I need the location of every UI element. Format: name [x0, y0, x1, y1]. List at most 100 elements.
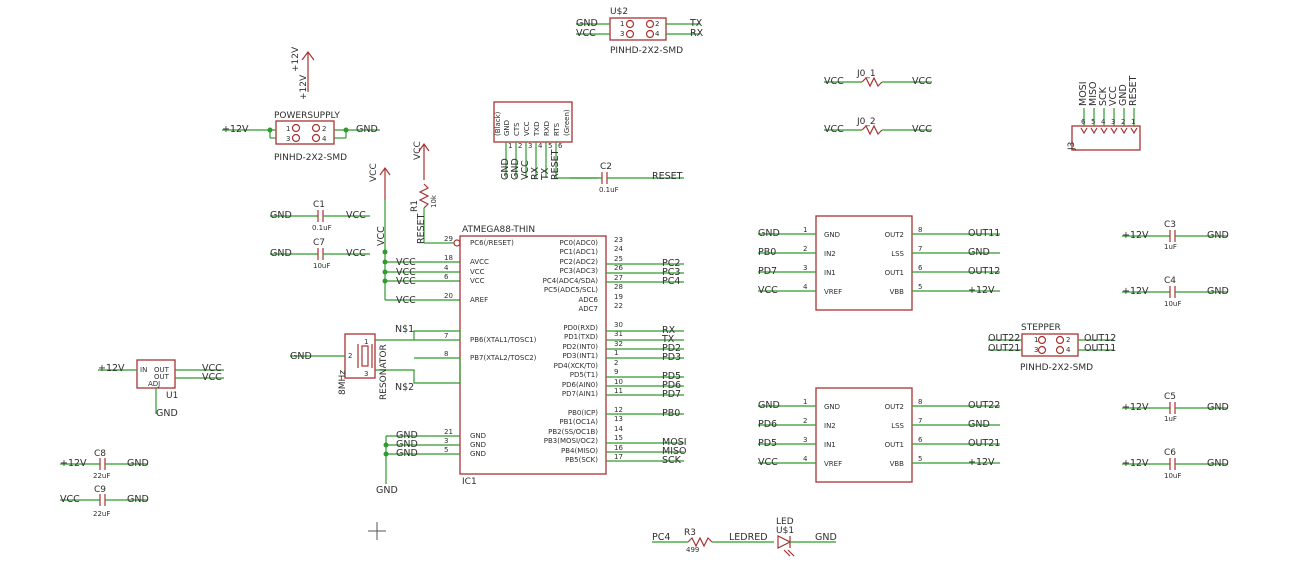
resonator[interactable]: 2 1 3 GND N$1 N$2 8MHz RESONATOR — [290, 324, 461, 400]
ic1-pin-label: PB5(SCK) — [565, 456, 598, 464]
u2-header[interactable]: U$2 1 2 3 4 GND VCC TX RX PINHD-2X2-SMD — [576, 7, 704, 56]
svg-text:C1: C1 — [313, 200, 325, 210]
j3-pin-number: 1 — [1131, 118, 1135, 126]
ic1-pin-label: PB6(XTAL1/TOSC1) — [470, 336, 537, 344]
ic1-pin-label: GND — [470, 450, 486, 458]
svg-text:GND: GND — [127, 458, 149, 469]
ic1-pin-label: AREF — [470, 296, 488, 304]
svg-text:VCC: VCC — [369, 163, 379, 182]
svg-text:OUT22: OUT22 — [968, 400, 1000, 411]
driver-pin-number: 7 — [918, 417, 922, 425]
svg-text:+12V: +12V — [1122, 230, 1149, 241]
svg-text:PB0: PB0 — [758, 247, 776, 258]
svg-text:1: 1 — [1034, 336, 1038, 344]
driver-pin-number: 3 — [803, 264, 807, 272]
driver2-nets: GND PD6 PD5 VCC OUT22 GND OUT21 +12V — [758, 400, 1000, 468]
u2-gnd-label: GND — [576, 18, 598, 29]
driver-pin-number: 8 — [918, 226, 922, 234]
driver-pin-label: OUT1 — [885, 269, 904, 277]
regulator-u1[interactable]: IN OUT OUT ADJ +12V VCC VCC GND U1 — [98, 359, 224, 419]
ic1-pin-label: VCC — [470, 277, 485, 285]
svg-text:LED: LED — [776, 517, 794, 527]
powersupply-value: PINHD-2X2-SMD — [274, 153, 347, 163]
capacitor-c9[interactable]: VCC GND C9 22uF — [60, 485, 149, 518]
capacitor-c8[interactable]: +12V GND C8 22uF — [60, 449, 149, 480]
capacitor-c1[interactable]: GND VCC C1 0.1uF — [270, 200, 370, 232]
svg-text:VCC: VCC — [396, 257, 416, 268]
capacitor-c2[interactable]: C2 0.1uF RESET — [570, 162, 684, 194]
svg-text:GND: GND — [1207, 458, 1229, 469]
svg-text:VCC: VCC — [413, 141, 423, 160]
jumper-j0-1[interactable]: VCC VCC J0_1 — [824, 69, 932, 88]
stepper-header[interactable]: STEPPER 1 2 3 4 OUT22 OUT21 OUT12 OUT11 … — [988, 323, 1116, 373]
svg-text:GND: GND — [396, 439, 418, 450]
ic1-pin-label: GND — [470, 441, 486, 449]
svg-text:499: 499 — [686, 546, 699, 554]
ic1-pin-number: 12 — [614, 406, 623, 414]
svg-text:2: 2 — [1066, 336, 1070, 344]
ic1-pin-number: 20 — [444, 292, 453, 300]
svg-text:PD7: PD7 — [662, 389, 681, 400]
svg-text:TX: TX — [661, 334, 675, 345]
svg-text:GND: GND — [376, 485, 398, 496]
svg-text:+12V: +12V — [968, 285, 995, 296]
svg-text:+12V: +12V — [299, 74, 309, 100]
svg-text:VCC: VCC — [758, 285, 778, 296]
ic1-pin-number: 23 — [614, 236, 623, 244]
ic1-pin-number: 8 — [444, 350, 448, 358]
u2-rx-label: RX — [690, 28, 704, 39]
powersupply-header[interactable]: POWERSUPPLY 1 2 3 4 +12V GND PINHD-2X2-S… — [222, 111, 380, 163]
svg-text:+12V: +12V — [60, 458, 87, 469]
svg-text:PD5: PD5 — [662, 371, 681, 382]
capacitor-c5[interactable]: +12V GND C5 1uF — [1122, 392, 1229, 423]
svg-text:PD7: PD7 — [758, 266, 777, 277]
capacitor-c3[interactable]: +12V GND C3 1uF — [1122, 220, 1229, 251]
capacitor-c7[interactable]: GND VCC C7 10uF — [270, 238, 370, 270]
svg-text:U1: U1 — [166, 391, 178, 401]
svg-text:RESET: RESET — [652, 171, 683, 182]
svg-text:J0_2: J0_2 — [856, 117, 876, 127]
svg-text:GND: GND — [1118, 84, 1129, 106]
ic1-pin-number: 7 — [444, 332, 448, 340]
capacitor-c6[interactable]: +12V GND C6 10uF — [1122, 448, 1229, 480]
ic1-pin-label: ADC7 — [578, 305, 598, 313]
capacitor-c4[interactable]: +12V GND C4 10uF — [1122, 276, 1229, 308]
svg-text:GND: GND — [290, 351, 312, 362]
svg-text:VCC: VCC — [202, 372, 222, 383]
jumper-j0-2[interactable]: VCC VCC J0_2 — [824, 117, 932, 136]
led-u1[interactable]: LED U$1 GND — [776, 517, 837, 557]
svg-text:VCC: VCC — [396, 295, 416, 306]
ic1-pin-number: 14 — [614, 425, 623, 433]
svg-text:+12V: +12V — [968, 457, 995, 468]
resistor-r3[interactable]: PC4 R3 499 LEDRED — [652, 528, 774, 554]
u2-vcc-label: VCC — [576, 28, 596, 39]
ic1-pin-number: 10 — [614, 378, 623, 386]
svg-text:1: 1 — [364, 338, 368, 346]
ic1-pin-label: VCC — [470, 268, 485, 276]
svg-text:+12V: +12V — [98, 363, 125, 374]
ic1-body — [459, 235, 607, 475]
ic1-pin-number: 32 — [614, 340, 623, 348]
ic1-pin-number: 3 — [444, 437, 448, 445]
driver-pin-number: 5 — [918, 283, 922, 291]
resistor-r1[interactable]: VCC R1 10k RESET — [410, 141, 438, 244]
crosshair-cursor-icon — [368, 522, 386, 540]
svg-text:OUT21: OUT21 — [968, 438, 1000, 449]
driver-pin-label: VBB — [890, 460, 905, 468]
svg-text:GND: GND — [1207, 402, 1229, 413]
svg-text:1uF: 1uF — [1164, 243, 1177, 251]
svg-text:RX: RX — [662, 325, 676, 336]
svg-text:+12V: +12V — [222, 124, 249, 135]
u2-name: U$2 — [610, 7, 628, 17]
driver-pin-number: 6 — [918, 264, 923, 272]
ic1-name: IC1 — [462, 477, 477, 487]
j3-pin-number: 5 — [1091, 118, 1095, 126]
ftdi-pin-label: VCC — [523, 121, 531, 136]
svg-text:10uF: 10uF — [1164, 472, 1181, 480]
